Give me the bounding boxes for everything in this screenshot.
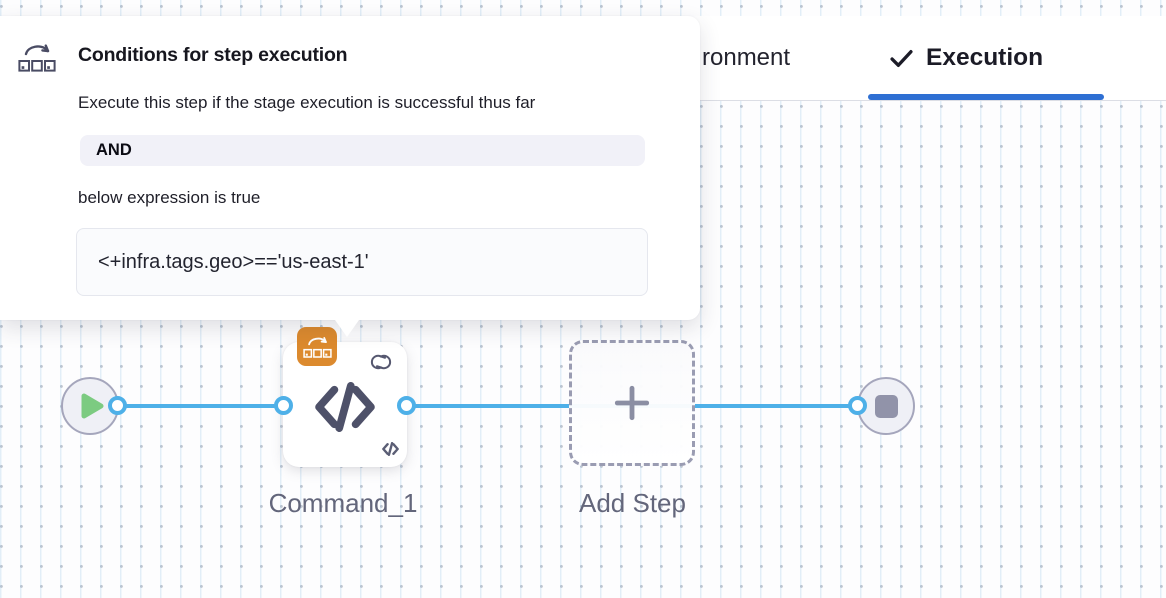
tab-execution-label: Execution [926, 44, 1044, 71]
port-command-out[interactable] [397, 396, 416, 415]
port-command-in[interactable] [274, 396, 293, 415]
popover-description: Execute this step if the stage execution… [78, 93, 536, 112]
conditional-execution-badge[interactable] [297, 327, 337, 366]
conditional-execution-badge-glyph [302, 336, 332, 358]
check-icon [890, 49, 913, 68]
edge-start-to-command [118, 404, 284, 408]
popover-title: Conditions for step execution [78, 44, 348, 66]
popover-notch [335, 320, 359, 337]
expression-intro: below expression is true [78, 188, 261, 207]
conditions-popover: Conditions for step execution Execute th… [0, 16, 700, 337]
active-tab-underline [868, 94, 1104, 100]
conditional-execution-icon [18, 42, 56, 78]
port-end-in[interactable] [848, 396, 867, 415]
loop-icon [366, 347, 396, 382]
code-icon [314, 381, 376, 432]
plus-icon [611, 382, 653, 424]
expression-box: <+infra.tags.geo>=='us-east-1' [76, 228, 648, 296]
expression-text: <+infra.tags.geo>=='us-east-1' [98, 250, 369, 273]
add-step-label: Add Step [579, 488, 686, 518]
and-operator-badge: AND [80, 135, 645, 166]
tab-execution[interactable]: Execution [890, 16, 1043, 100]
command-step-label: Command_1 [268, 488, 418, 518]
tab-environment-label: ronment [702, 44, 791, 71]
tab-environment[interactable]: ronment [702, 16, 790, 100]
port-start-out[interactable] [108, 396, 127, 415]
and-operator-label: AND [96, 141, 132, 159]
stop-icon [874, 394, 898, 418]
code-icon-small [382, 441, 399, 461]
play-icon [81, 393, 105, 419]
add-step-button[interactable] [569, 340, 695, 466]
